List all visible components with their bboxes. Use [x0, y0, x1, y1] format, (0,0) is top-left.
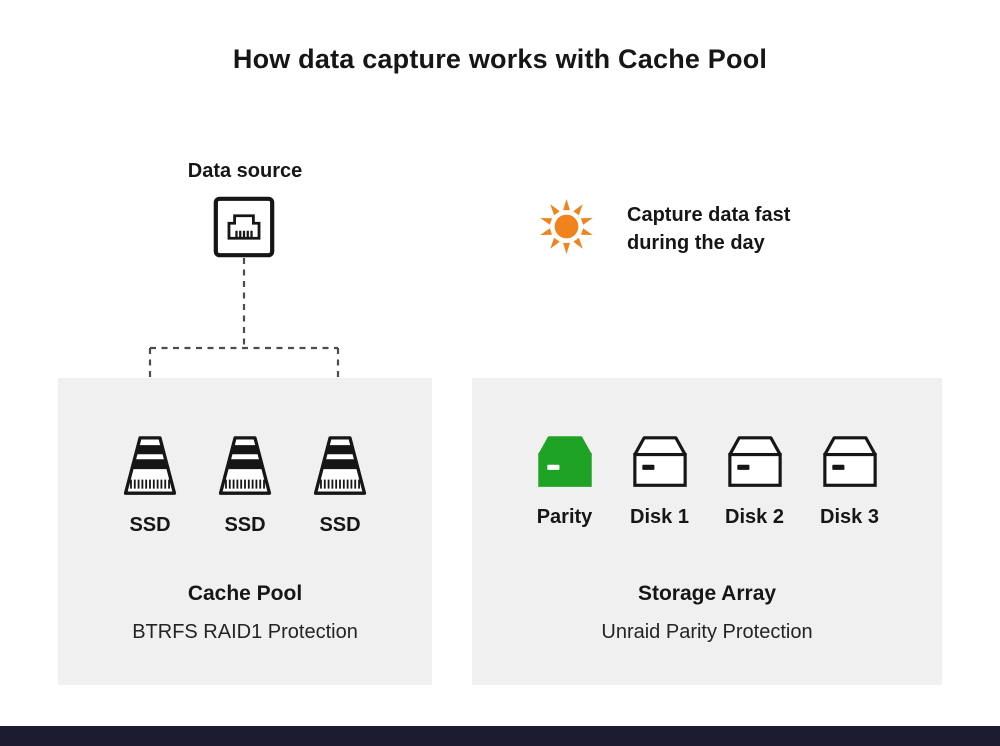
data-source-label: Data source: [187, 160, 303, 182]
ethernet-port-icon: [213, 196, 275, 258]
cache-pool-drives: SSD SSD: [58, 435, 432, 537]
storage-array-subtitle: Unraid Parity Protection: [601, 621, 813, 643]
parity-drive: Parity: [534, 435, 596, 529]
ssd-icon: [216, 435, 274, 502]
footer-bar: [0, 726, 1000, 746]
drive-label: Disk 3: [820, 506, 879, 528]
ssd-drive: SSD: [119, 435, 181, 537]
annotation-line-1: Capture data fast: [627, 204, 791, 226]
drive-label: SSD: [129, 514, 171, 536]
cache-pool-panel: SSD SSD: [58, 378, 432, 685]
storage-array-title: Storage Array: [637, 582, 777, 605]
disk-icon: [725, 435, 785, 494]
storage-array-drives: Parity Disk 1: [472, 435, 942, 529]
diagram-title: How data capture works with Cache Pool: [232, 44, 768, 74]
drive-label: Disk 2: [725, 506, 784, 528]
data-drive: Disk 2: [724, 435, 786, 529]
annotation-text: Capture data fast during the day: [627, 201, 790, 257]
annotation-line-2: during the day: [627, 232, 765, 254]
ssd-drive: SSD: [309, 435, 371, 537]
data-drive: Disk 1: [629, 435, 691, 529]
drive-label: SSD: [319, 514, 361, 536]
ssd-drive: SSD: [214, 435, 276, 537]
cache-pool-title: Cache Pool: [187, 582, 303, 605]
drive-label: Parity: [536, 506, 593, 528]
disk-icon: [820, 435, 880, 494]
day-capture-annotation: Capture data fast during the day: [538, 198, 790, 260]
ssd-icon: [311, 435, 369, 502]
data-drive: Disk 3: [819, 435, 881, 529]
sun-icon: [538, 198, 595, 260]
drive-label: SSD: [224, 514, 266, 536]
parity-disk-icon: [535, 435, 595, 494]
cache-pool-subtitle: BTRFS RAID1 Protection: [132, 621, 358, 643]
drive-label: Disk 1: [630, 506, 689, 528]
storage-array-panel: Parity Disk 1: [472, 378, 942, 685]
ssd-icon: [121, 435, 179, 502]
disk-icon: [630, 435, 690, 494]
